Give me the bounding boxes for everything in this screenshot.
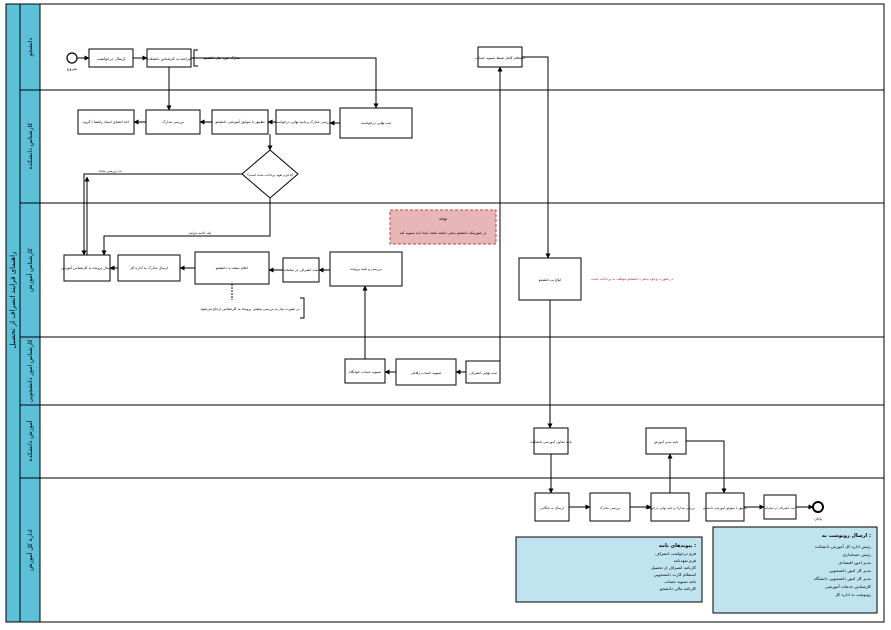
svg-text:ارسال به بایگانی: ارسال به بایگانی <box>540 505 563 510</box>
red-side-note: در صورت وجود بدهی، دانشجو موظف به پرداخت… <box>591 277 673 281</box>
svg-text:مدیر کل امور دانشجویی دانشگاه: مدیر کل امور دانشجویی دانشگاه <box>814 576 871 581</box>
svg-text:ارسال درخواست: ارسال درخواست <box>97 56 125 61</box>
task-archive-send[interactable] <box>534 492 570 522</box>
end-label: پایان <box>814 516 822 521</box>
svg-text:ثبت نهایی درخواست: ثبت نهایی درخواست <box>361 121 392 125</box>
legend-attachments: پیوندهای نامه : فرم درخواست انصراف فرم ت… <box>515 536 703 603</box>
svg-text:مدیر امور اقتصادی: مدیر امور اقتصادی <box>838 560 871 565</box>
legend-copies: ارسال رونوشت به : رئیس اداره کل آموزش دا… <box>712 526 878 614</box>
task-dorm-clear[interactable] <box>344 358 386 384</box>
svg-text:تسویه حساب رفاهی: تسویه حساب رفاهی <box>411 371 442 375</box>
flow-label-yes: بله، ادامه فرایند <box>189 231 211 235</box>
lane-education-expert: کارشناس آموزش <box>20 248 884 338</box>
attention-note <box>389 209 497 245</box>
svg-text:دانشجو: دانشجو <box>27 38 34 58</box>
task-final-notice[interactable] <box>518 257 582 301</box>
task-record-file[interactable] <box>329 251 403 287</box>
svg-text:آموزش دانشکده: آموزش دانشکده <box>25 420 34 461</box>
end-event <box>812 501 824 513</box>
svg-text:اعلام نتیجه به دانشجو: اعلام نتیجه به دانشجو <box>215 266 248 271</box>
svg-text:کارنامه انصراف از تحصیل: کارنامه انصراف از تحصیل <box>651 565 696 570</box>
gateway-label: آیا فرم تعهد پرداخت شده است؟ <box>247 173 294 178</box>
svg-text:تسویه حساب خوابگاه: تسویه حساب خوابگاه <box>349 369 381 374</box>
lane-general-education: اداره کل آموزش <box>25 529 34 571</box>
svg-text:مدیر کل امور دانشجویی: مدیر کل امور دانشجویی <box>829 568 871 573</box>
start-label: شروع <box>67 66 78 71</box>
svg-text:کارشناس خدمات آموزشی: کارشناس خدمات آموزشی <box>825 584 871 589</box>
svg-text:بررسی مدارک: بررسی مدارک <box>600 505 620 510</box>
svg-text:بررسی و تایید پرونده: بررسی و تایید پرونده <box>350 267 381 271</box>
svg-text:فرم تعهدنامه: فرم تعهدنامه <box>674 558 696 563</box>
svg-text:اداره کل آموزش: اداره کل آموزش <box>25 529 34 571</box>
svg-text:کارنامه مالی دانشجو: کارنامه مالی دانشجو <box>659 586 696 591</box>
svg-text:بررسی مدارک و تایید نهایی درخو: بررسی مدارک و تایید نهایی درخواست <box>275 119 332 124</box>
svg-text:تطبیق با سوابق آموزشی دانشجو: تطبیق با سوابق آموزشی دانشجو <box>214 119 264 124</box>
svg-text:کارشناس دانشکده: کارشناس دانشکده <box>27 123 34 170</box>
svg-text:نامه تسویه حساب: نامه تسویه حساب <box>664 579 696 584</box>
svg-text:فرم درخواست انصراف: فرم درخواست انصراف <box>655 551 696 556</box>
task-final-approval[interactable] <box>339 107 413 139</box>
start-event <box>66 52 78 64</box>
task-guide-signature[interactable] <box>77 109 135 135</box>
lane-student: دانشجو <box>20 38 884 91</box>
svg-text:ثبت نهایی انصراف: ثبت نهایی انصراف <box>469 371 496 375</box>
svg-text:ثبت انصراف در سامانه: ثبت انصراف در سامانه <box>284 268 318 272</box>
svg-text:استعلام کارت دانشجویی: استعلام کارت دانشجویی <box>654 572 696 577</box>
svg-text:بررسی مدارک و تایید نهایی درخو: بررسی مدارک و تایید نهایی درخواست <box>645 506 695 510</box>
svg-text:ارسال مدارک به اداره کل: ارسال مدارک به اداره کل <box>130 265 168 270</box>
svg-text:مراجعه به کارشناس دانشکده: مراجعه به کارشناس دانشکده <box>147 57 191 61</box>
svg-text:تطبیق با سوابق آموزشی دانشجو: تطبیق با سوابق آموزشی دانشجو <box>702 506 747 510</box>
svg-text:کارشناس امور دانشجویی: کارشناس امور دانشجویی <box>27 339 34 402</box>
task-general-approval[interactable] <box>645 427 687 455</box>
svg-text:در صورتیکه دانشجو بدهی داشته ب: در صورتیکه دانشجو بدهی داشته باشد، ابتدا… <box>400 231 487 235</box>
svg-text:تایید معاون آموزشی دانشکده: تایید معاون آموزشی دانشکده <box>530 440 571 444</box>
svg-text:ثبت انصراف در سامانه: ثبت انصراف در سامانه <box>765 506 795 510</box>
svg-text:توجه: توجه <box>439 217 448 222</box>
task-notify-student[interactable] <box>194 251 270 285</box>
svg-text:رئیس حسابداری: رئیس حسابداری <box>842 552 871 557</box>
lane-faculty-education: آموزش دانشکده <box>20 420 884 479</box>
flow-label-no: نه، بررسی مجدد <box>98 169 121 173</box>
svg-text:بررسی مدارک: بررسی مدارک <box>162 119 184 124</box>
lane-student-affairs: کارشناس امور دانشجویی <box>20 339 884 406</box>
task-expert-review-2[interactable] <box>589 492 631 522</box>
svg-text:اخذ امضای استاد راهنما / گروه: اخذ امضای استاد راهنما / گروه <box>83 119 129 124</box>
svg-text:رئیس اداره کل آموزش دانشکده: رئیس اداره کل آموزش دانشکده <box>815 544 871 549</box>
svg-text:رونوشت به اداره کل: رونوشت به اداره کل <box>835 592 871 597</box>
bottom-note: در صورت نیاز به بررسی بیشتر، پرونده به ک… <box>201 307 300 311</box>
pool-title: راهنمای فرایند انصراف از تحصیل <box>9 252 17 349</box>
lane-faculty-expert: کارشناس دانشکده <box>20 123 884 204</box>
svg-text:ارسال رونوشت به :: ارسال رونوشت به : <box>822 533 871 539</box>
svg-text:ارسال پرونده به کارشناس آموزش: ارسال پرونده به کارشناس آموزش <box>61 265 112 270</box>
svg-text:پیوندهای نامه :: پیوندهای نامه : <box>659 543 696 549</box>
svg-text:استعلام کامل ضبط تسویه حساب: استعلام کامل ضبط تسویه حساب <box>475 56 525 61</box>
svg-text:ابلاغ به دانشجو: ابلاغ به دانشجو <box>538 278 561 282</box>
svg-text:تایید مدیر آموزش: تایید مدیر آموزش <box>654 440 679 444</box>
svg-text:کارشناس آموزش: کارشناس آموزش <box>25 248 34 292</box>
